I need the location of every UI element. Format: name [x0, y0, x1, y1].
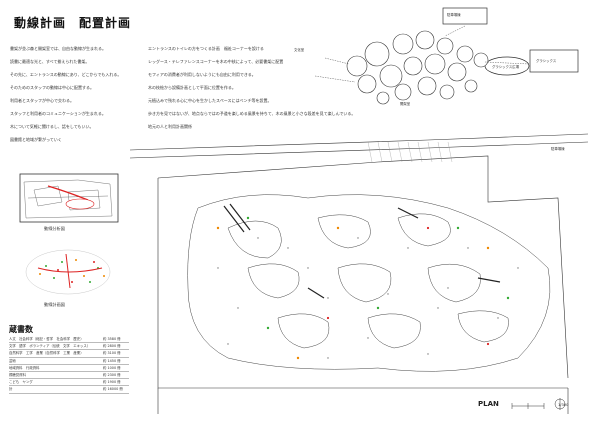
concept-line: スタッフと利用者のコミュニケーションが生まれる。 — [10, 111, 106, 116]
table-row: こども ヤング約 1900 冊 — [9, 379, 129, 387]
building-blobs — [187, 194, 551, 372]
zoning-dots — [25, 249, 111, 295]
bubble-label-right-box: グラシックス — [536, 59, 557, 63]
table-row: 地域資料 行政資料約 1000 冊 — [9, 365, 129, 372]
bubble-label-left: 文化室 — [294, 48, 305, 52]
bubble-box-right — [529, 49, 579, 73]
plan-line: 歩き方を見ではないが、地点ならではの予道を楽しめる風景を持ちて、木の風景と小さな… — [148, 111, 356, 116]
bubble-box-top — [442, 7, 488, 25]
bubble-label-top: 駐車場棟 — [447, 13, 461, 17]
page-title: 動線計画 配置計画 — [14, 16, 132, 30]
table-row: 視聴覚資料約 2300 冊 — [9, 372, 129, 380]
table-row: 人文 社会科学（総記・哲学 社会科学 歴史）約 3580 冊 — [9, 336, 129, 344]
plan-line: レッグース・テレファレンスコーナーを木の中核によって、必要書架に配置 — [148, 59, 284, 64]
bubble-label-center: 開架室 — [400, 102, 411, 106]
bubble-label-right-oval: グラシックス広場 — [492, 65, 519, 69]
bubble-cluster — [346, 30, 489, 105]
bookshelves — [223, 203, 501, 299]
flow-label-oval — [65, 198, 95, 210]
site-analysis-caption: 動線分析図 — [44, 226, 65, 231]
table-row: 芸術約 1450 冊 — [9, 358, 129, 365]
table-row-total: 計約 16000 冊 — [9, 386, 129, 394]
plan-line: 木の枝絵から設備計画として平面に位置を作る。 — [148, 85, 236, 90]
concept-line: その先に、エントランスの動線にあり、どこからでも入れる。 — [10, 72, 122, 77]
plan-line: モフィアの消費者が利用しないようにも自由に利用できる。 — [148, 72, 256, 77]
site-diagrams — [19, 173, 119, 295]
tree-dots — [216, 216, 519, 360]
bubble-links — [314, 25, 530, 83]
books-table: 人文 社会科学（総記・哲学 社会科学 歴史）約 3580 冊 文学 語学 ボラン… — [9, 336, 129, 394]
concept-line: 読書に最適な光と、すべて揃えられた書架。 — [10, 59, 90, 64]
site-plan — [129, 133, 589, 414]
concept-line: 木について気軽に聞けるし、話をしてもいい。 — [10, 124, 94, 129]
plan-text: エントランスのトイレの方をつくる計画 福祉コーナーを設ける レッグース・テレファ… — [148, 46, 356, 137]
plan-line: 地元の人と利用計画関係 — [148, 124, 192, 129]
table-row: 文学 語学 ボランティア（伝統 文学 エキッス）約 2800 冊 — [9, 343, 129, 351]
north-arrow — [554, 398, 566, 410]
concept-text: 書架が並ぶ森と開架室では、自由な動線が生まれる。 読書に最適な光と、すべて揃えら… — [10, 46, 134, 150]
bubble-diagram — [314, 7, 579, 105]
flow-arrow-red — [47, 185, 89, 201]
scale-bar — [511, 403, 545, 409]
plan-line: エントランスのトイレの方をつくる計画 福祉コーナーを設ける — [148, 46, 264, 51]
concept-line: 図書館と地域が繋がっていく — [10, 137, 62, 142]
concept-line: 利用者とスタッフが中心で交わる。 — [10, 98, 74, 103]
concept-line: 書架が並ぶ森と開架室では、自由な動線が生まれる。 — [10, 46, 106, 51]
books-title: 蔵書数 — [9, 325, 33, 334]
site-boundary — [129, 133, 589, 414]
scale-label: 1/300 — [558, 403, 569, 407]
concept-line: そのためのスタッフの動線は中心に配置する。 — [10, 85, 94, 90]
road-label: 駐車場棟 — [551, 147, 565, 151]
table-row: 自然科学 工学 産業（自然科学 工業 産業）約 3100 冊 — [9, 350, 129, 358]
road-hatching — [367, 141, 453, 163]
plan-label: PLAN — [478, 400, 499, 408]
site-analysis-frame — [19, 173, 119, 223]
zoning-caption: 動線計画図 — [44, 302, 65, 307]
plan-line: 元植込みで残れる心に中心を生かしたスペースにはベンチ等を設置。 — [148, 98, 272, 103]
